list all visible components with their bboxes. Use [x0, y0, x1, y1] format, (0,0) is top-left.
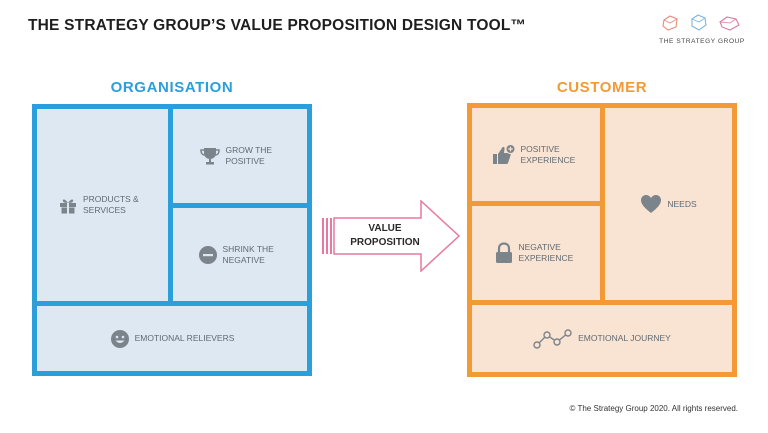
- emotional-journey-label: EMOTIONAL JOURNEY: [578, 333, 671, 344]
- shrink-negative-box: SHRINK THE NEGATIVE: [173, 208, 307, 301]
- smiley-icon: [110, 329, 130, 349]
- grow-positive-box: GROW THE POSITIVE: [173, 109, 307, 203]
- positive-experience-box: POSITIVE EXPERIENCE: [472, 108, 600, 201]
- shrink-negative-label: SHRINK THE NEGATIVE: [222, 243, 274, 265]
- lock-icon: [494, 242, 514, 264]
- value-proposition-label: VALUE PROPOSITION: [350, 223, 420, 248]
- negative-experience-label: NEGATIVE EXPERIENCE: [518, 242, 574, 263]
- heart-icon: [640, 194, 662, 214]
- emotional-journey-box: EMOTIONAL JOURNEY: [472, 305, 732, 372]
- minus-circle-icon: [198, 245, 218, 265]
- value-proposition-arrow: VALUE PROPOSITION: [321, 199, 461, 273]
- needs-box: NEEDS: [605, 108, 732, 300]
- products-services-label: PRODUCTS & SERVICES: [83, 194, 139, 215]
- positive-experience-label: POSITIVE EXPERIENCE: [520, 143, 576, 165]
- negative-experience-box: NEGATIVE EXPERIENCE: [472, 206, 600, 300]
- journey-graph-icon: [533, 328, 573, 350]
- products-services-box: PRODUCTS & SERVICES: [37, 109, 168, 301]
- thumbs-up-plus-icon: [492, 143, 516, 166]
- logo-text: THE STRATEGY GROUP: [659, 38, 745, 45]
- emotional-relievers-label: EMOTIONAL RELIEVERS: [134, 333, 235, 344]
- customer-heading: CUSTOMER: [556, 79, 648, 96]
- grow-positive-label: GROW THE POSITIVE: [225, 145, 273, 166]
- gift-icon: [58, 195, 78, 215]
- trophy-icon: [199, 146, 221, 166]
- copyright-notice: © The Strategy Group 2020. All rights re…: [569, 404, 739, 413]
- arrow-shape: [322, 199, 461, 273]
- needs-label: NEEDS: [667, 198, 697, 209]
- page-title: THE STRATEGY GROUP’S VALUE PROPOSITION D…: [28, 17, 527, 34]
- customer-panel: POSITIVE EXPERIENCE NEGATIVE EXPERIENCE …: [467, 103, 737, 377]
- logo-gems-icon: [662, 14, 740, 31]
- organisation-heading: ORGANISATION: [110, 79, 234, 96]
- organisation-panel: PRODUCTS & SERVICES GROW THE POSITIVE SH…: [32, 104, 312, 376]
- emotional-relievers-box: EMOTIONAL RELIEVERS: [37, 306, 307, 371]
- company-logo: THE STRATEGY GROUP: [656, 14, 748, 48]
